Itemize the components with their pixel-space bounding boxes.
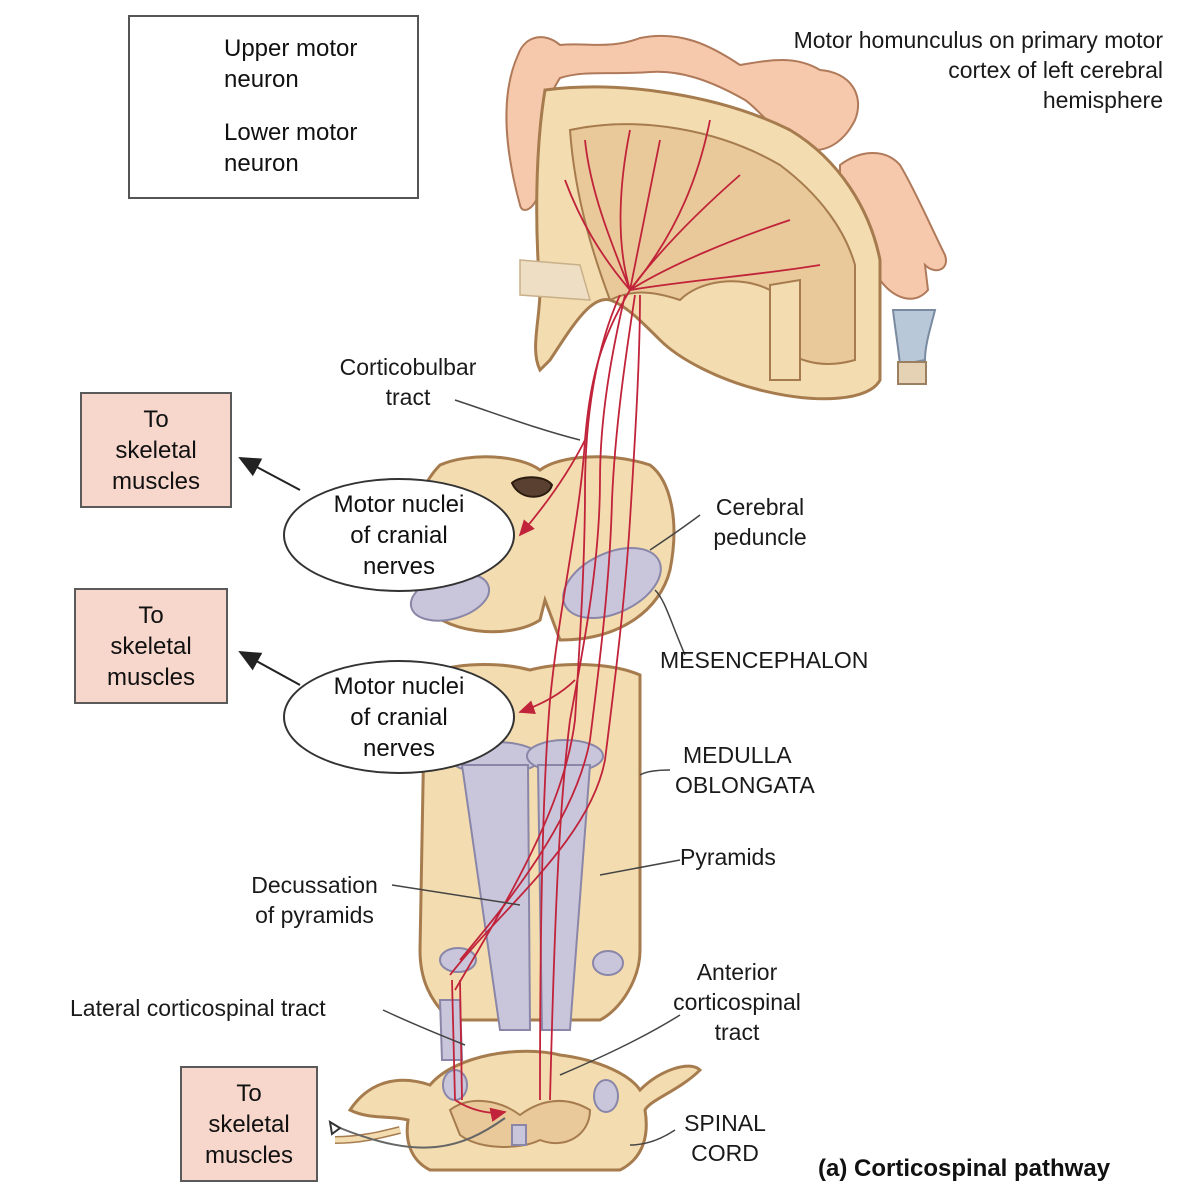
- legend-lower-motor-neuron: Lower motor neuron: [224, 117, 357, 179]
- legend-upper-line2: neuron: [224, 66, 299, 93]
- box2-line3: muscles: [106, 663, 196, 691]
- medulla-label: MEDULLA OBLONGATA: [675, 740, 815, 800]
- oval2-line3: nerves: [362, 734, 436, 762]
- lateral-corticospinal-label: Lateral corticospinal tract: [70, 995, 326, 1021]
- oval1-line1: Motor nuclei: [333, 490, 465, 518]
- box3-line3: muscles: [204, 1141, 294, 1169]
- skeletal-muscles-box-1: To skeletal muscles: [80, 392, 232, 508]
- oval1-line2: of cranial: [350, 521, 448, 549]
- legend-upper-motor-neuron: Upper motor neuron: [224, 33, 357, 95]
- motor-nuclei-oval-1: Motor nuclei of cranial nerves: [283, 478, 515, 592]
- homunculus-label: Motor homunculus on primary motor cortex…: [794, 25, 1163, 115]
- homunculus-figure: [505, 34, 947, 385]
- skeletal-muscles-box-3: To skeletal muscles: [180, 1066, 318, 1182]
- anterior-corticospinal-label: Anterior corticospinal tract: [652, 957, 822, 1047]
- cerebral-hemisphere: [519, 85, 882, 401]
- skeletal-muscles-box-2: To skeletal muscles: [74, 588, 228, 704]
- oval1-line3: nerves: [362, 552, 436, 580]
- oval2-line2: of cranial: [350, 703, 448, 731]
- homunculus-line1: Motor homunculus on primary motor: [793, 27, 1163, 53]
- cerebral-peduncle-line2: peduncle: [713, 524, 807, 550]
- corticobulbar-line1: Corticobulbar: [339, 354, 477, 380]
- figure-caption: (a) Corticospinal pathway: [818, 1155, 1111, 1182]
- leader-lines: [382, 399, 701, 1146]
- spinal-cord-line2: CORD: [691, 1140, 759, 1166]
- spinal-cord-section: [334, 1049, 703, 1172]
- lower-motor-neuron-outflow: [328, 1117, 506, 1149]
- box3-line1: To: [236, 1079, 262, 1107]
- legend-upper-line1: Upper motor: [224, 35, 358, 62]
- anterior-line1: Anterior: [696, 959, 778, 985]
- efferent-arrows: [238, 457, 301, 686]
- medulla-line2: OBLONGATA: [675, 772, 815, 798]
- corticobulbar-label: Corticobulbar tract: [318, 352, 498, 412]
- pyramids-label: Pyramids: [680, 844, 776, 870]
- decussation-line1: Decussation: [251, 872, 378, 898]
- anterior-line3: tract: [714, 1019, 760, 1045]
- box1-line1: To: [143, 405, 169, 433]
- homunculus-line3: hemisphere: [1042, 87, 1163, 113]
- upper-motor-neuron-fibers: [449, 119, 821, 1122]
- box2-line1: To: [138, 601, 164, 629]
- corticobulbar-line2: tract: [385, 384, 431, 410]
- box1-line3: muscles: [111, 467, 201, 495]
- anterior-line2: corticospinal: [673, 989, 801, 1015]
- spinal-cord-label: SPINAL CORD: [670, 1108, 780, 1168]
- box2-line2: skeletal: [110, 632, 192, 660]
- box3-line2: skeletal: [208, 1110, 290, 1138]
- cerebral-peduncle-line1: Cerebral: [715, 494, 805, 520]
- box1-line2: skeletal: [115, 436, 197, 464]
- decussation-line2: of pyramids: [255, 902, 374, 928]
- oval2-line1: Motor nuclei: [333, 672, 465, 700]
- mesencephalon-label: MESENCEPHALON: [660, 647, 869, 673]
- homunculus-line2: cortex of left cerebral: [948, 57, 1163, 83]
- spinal-cord-line1: SPINAL: [684, 1110, 766, 1136]
- motor-nuclei-oval-2: Motor nuclei of cranial nerves: [283, 660, 515, 774]
- legend: Upper motor neuron Lower motor neuron: [128, 15, 419, 199]
- cerebral-peduncle-label: Cerebral peduncle: [690, 492, 830, 552]
- legend-lower-line2: neuron: [224, 150, 299, 177]
- medulla-line1: MEDULLA: [683, 742, 792, 768]
- legend-lower-line1: Lower motor: [224, 119, 358, 146]
- decussation-label: Decussation of pyramids: [232, 870, 397, 930]
